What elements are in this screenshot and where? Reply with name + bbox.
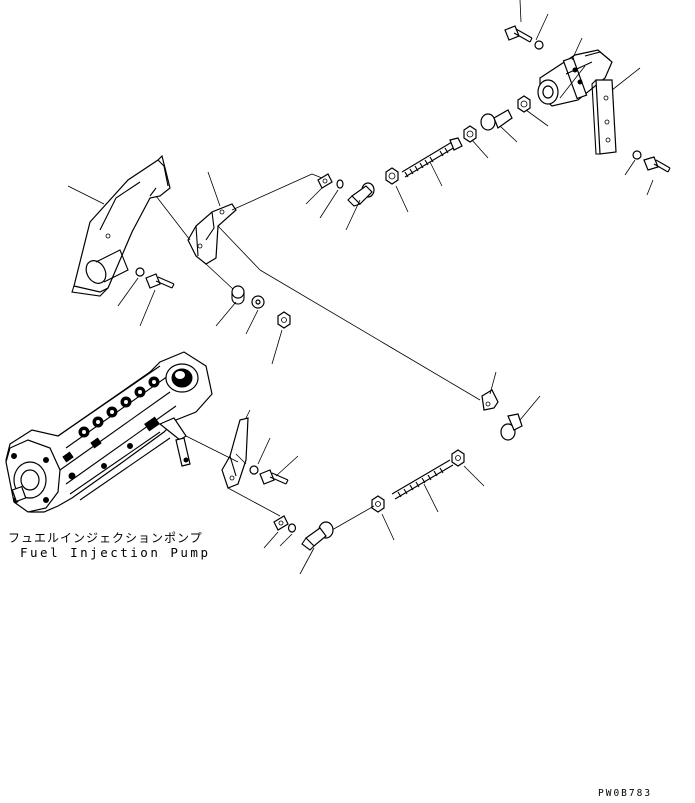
bolt-upper bbox=[504, 25, 533, 43]
washer-small-lower bbox=[287, 523, 297, 533]
motor-bracket bbox=[591, 79, 617, 155]
nut-rod-end bbox=[385, 167, 399, 185]
nut-pivot bbox=[277, 311, 291, 329]
upper-rod-linkage bbox=[305, 95, 549, 231]
ball-joint-bracket-side bbox=[347, 182, 375, 207]
collar bbox=[231, 285, 245, 305]
washer-upper bbox=[534, 40, 544, 50]
nut-lower-left bbox=[371, 495, 385, 513]
intermediate-bracket bbox=[155, 171, 481, 401]
lever-bracket-assembly bbox=[67, 154, 175, 327]
lower-rod-linkage bbox=[263, 449, 485, 575]
fuel-injection-pump bbox=[5, 351, 213, 513]
delivery-valves bbox=[78, 376, 160, 438]
pump-bracket bbox=[185, 409, 299, 517]
pump-label-japanese: フュエルインジェクションポンプ bbox=[8, 531, 203, 545]
bolt-lever bbox=[145, 273, 175, 289]
bolt-pump-bracket bbox=[259, 469, 289, 485]
lower-clevis bbox=[481, 371, 541, 441]
split-pin-lower bbox=[273, 515, 289, 531]
drawing-code: PW0B783 bbox=[598, 788, 653, 799]
ball-joint-lower-right bbox=[500, 413, 523, 441]
washer-small-upper bbox=[336, 179, 344, 189]
pivot-hardware bbox=[215, 285, 291, 365]
ball-joint-lower-left bbox=[301, 521, 334, 551]
ball-joint-upper bbox=[480, 109, 513, 131]
nut-upper bbox=[463, 125, 477, 143]
nut-lower-right bbox=[451, 449, 465, 467]
rod-upper bbox=[401, 137, 463, 178]
split-pin-upper bbox=[317, 173, 333, 189]
stop-motor-assembly bbox=[504, 0, 671, 196]
pump-label-english: Fuel Injection Pump bbox=[20, 545, 211, 560]
rod-lower bbox=[391, 459, 454, 500]
washer-lever bbox=[135, 267, 145, 277]
nut-motor-side bbox=[517, 95, 531, 113]
washer-pump-bracket bbox=[249, 465, 259, 475]
washer-lower bbox=[632, 150, 642, 160]
bolt-lower bbox=[643, 156, 671, 173]
